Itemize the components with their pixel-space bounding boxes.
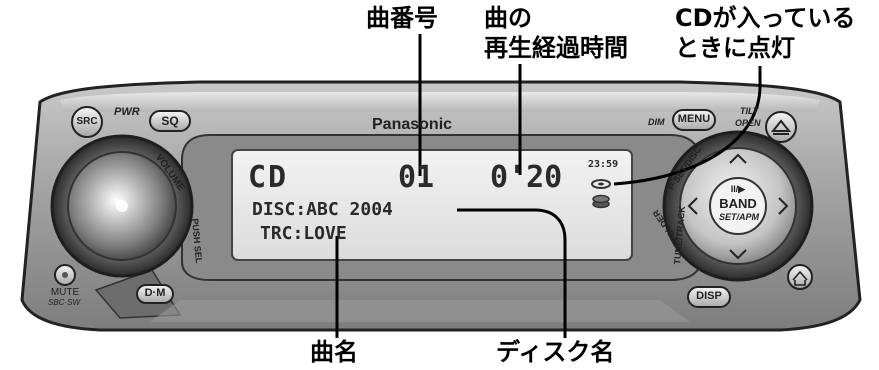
disp-button[interactable]: DISP bbox=[696, 290, 722, 302]
annotation-cd-indicator-line2: ときに点灯 bbox=[675, 34, 795, 62]
lcd-track-name: TRC:LOVE bbox=[260, 223, 347, 244]
pwr-label: PWR bbox=[114, 106, 140, 118]
src-button-shape bbox=[71, 106, 103, 138]
sq-button-shape bbox=[149, 110, 191, 132]
annotation-disc-name: ディスク名 bbox=[496, 338, 615, 366]
dm-button[interactable]: D·M bbox=[144, 287, 166, 299]
tilt-label: TILT bbox=[740, 106, 759, 116]
lcd-disc-name: DISC:ABC 2004 bbox=[252, 199, 393, 220]
sq-button[interactable]: SQ bbox=[161, 114, 179, 128]
mute-sub-label: SBC·SW bbox=[48, 298, 80, 307]
menu-button-shape bbox=[672, 109, 716, 131]
annotation-track-name: 曲名 bbox=[310, 338, 358, 366]
band-button-circle bbox=[709, 177, 767, 235]
disp-button-shape bbox=[687, 286, 731, 308]
src-button[interactable]: SRC bbox=[76, 116, 98, 127]
lcd-panel bbox=[231, 149, 633, 261]
release-button-shape bbox=[787, 264, 813, 290]
annotation-track-number: 曲番号 bbox=[366, 4, 438, 32]
lcd-elapsed-time: 0'20 bbox=[490, 160, 563, 195]
annotation-elapsed-time-line1: 曲の bbox=[484, 4, 532, 32]
menu-button[interactable]: MENU bbox=[677, 113, 711, 125]
dim-label: DIM bbox=[648, 117, 665, 127]
band-sub-label: SET/APM bbox=[719, 212, 760, 222]
eject-button-shape bbox=[765, 111, 797, 143]
dm-button-shape bbox=[136, 284, 174, 304]
band-button[interactable]: BAND bbox=[719, 196, 757, 211]
lcd-track-number: 01 bbox=[398, 160, 435, 195]
annotation-elapsed-time-line2: 再生経過時間 bbox=[484, 34, 628, 62]
brand-logo: Panasonic bbox=[372, 116, 453, 133]
annotation-cd-indicator-line1: CDが入っている bbox=[675, 4, 856, 32]
cd-in-indicator-icon bbox=[591, 179, 611, 189]
lcd-clock: 23:59 bbox=[588, 159, 619, 170]
lcd-source: CD bbox=[248, 160, 289, 195]
band-button-top: II/▶ bbox=[730, 184, 746, 194]
mute-button[interactable]: MUTE bbox=[50, 287, 80, 298]
open-label: OPEN bbox=[735, 118, 761, 128]
